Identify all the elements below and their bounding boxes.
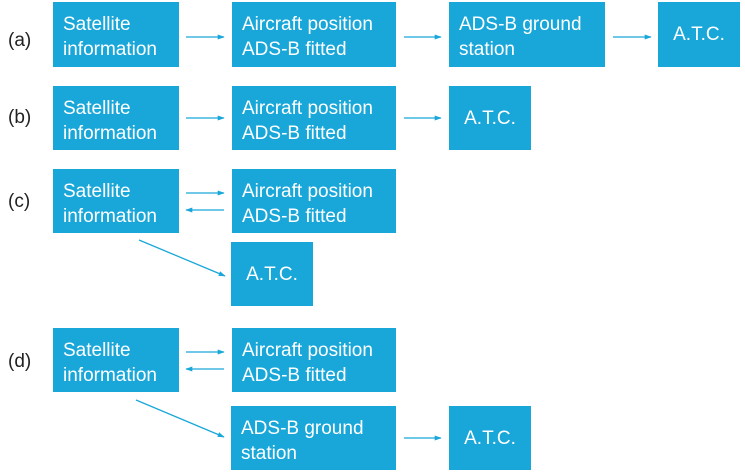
box-text-line: Satellite (63, 14, 131, 35)
box-text-line: ADS-B fitted (242, 123, 347, 144)
box-text-line: station (241, 443, 297, 464)
box-text-line: A.T.C. (246, 263, 298, 285)
box-text-line: information (63, 206, 157, 227)
row-label-b: (b) (8, 107, 32, 128)
box-text-line: ADS-B fitted (242, 206, 347, 227)
box-text-line: station (459, 39, 515, 60)
atc-box-a: A.T.C. (658, 2, 740, 67)
aircraft-position-box-a: Aircraft position ADS-B fitted (232, 2, 396, 67)
box-text-line: ADS-B ground (241, 418, 364, 439)
box-text-line: Aircraft position (242, 181, 373, 202)
row-label-a: (a) (8, 30, 32, 51)
row-label-c: (c) (8, 191, 31, 212)
box-text-line: Aircraft position (242, 14, 373, 35)
box-text-line: ADS-B fitted (242, 365, 347, 386)
atc-box-b: A.T.C. (449, 86, 531, 150)
atc-box-c: A.T.C. (231, 242, 313, 306)
box-text-line: information (63, 123, 157, 144)
box-text-line: A.T.C. (464, 427, 516, 449)
arrow-d-satellite-to-ground (135, 399, 225, 438)
satellite-information-box-c: Satellite information (53, 169, 179, 233)
satellite-information-box-d: Satellite information (53, 328, 179, 392)
box-text-line: Satellite (63, 340, 131, 361)
satellite-information-box-a: Satellite information (53, 2, 179, 67)
aircraft-position-box-c: Aircraft position ADS-B fitted (232, 169, 396, 233)
satellite-information-box-b: Satellite information (53, 86, 179, 150)
box-text-line: information (63, 39, 157, 60)
ads-b-ground-station-box-a: ADS-B ground station (449, 2, 605, 67)
box-text-line: Aircraft position (242, 98, 373, 119)
box-text-line: information (63, 365, 157, 386)
row-label-d: (d) (8, 351, 32, 372)
box-text-line: ADS-B ground (459, 14, 582, 35)
atc-box-d: A.T.C. (449, 406, 531, 470)
ads-b-ground-station-box-d: ADS-B ground station (231, 406, 396, 470)
box-text-line: ADS-B fitted (242, 39, 347, 60)
arrow-c-satellite-to-atc (138, 239, 226, 277)
box-text-line: Satellite (63, 98, 131, 119)
box-text-line: A.T.C. (464, 107, 516, 129)
box-text-line: Aircraft position (242, 340, 373, 361)
aircraft-position-box-b: Aircraft position ADS-B fitted (232, 86, 396, 150)
box-text-line: A.T.C. (673, 24, 725, 45)
box-text-line: Satellite (63, 181, 131, 202)
aircraft-position-box-d: Aircraft position ADS-B fitted (232, 328, 396, 392)
